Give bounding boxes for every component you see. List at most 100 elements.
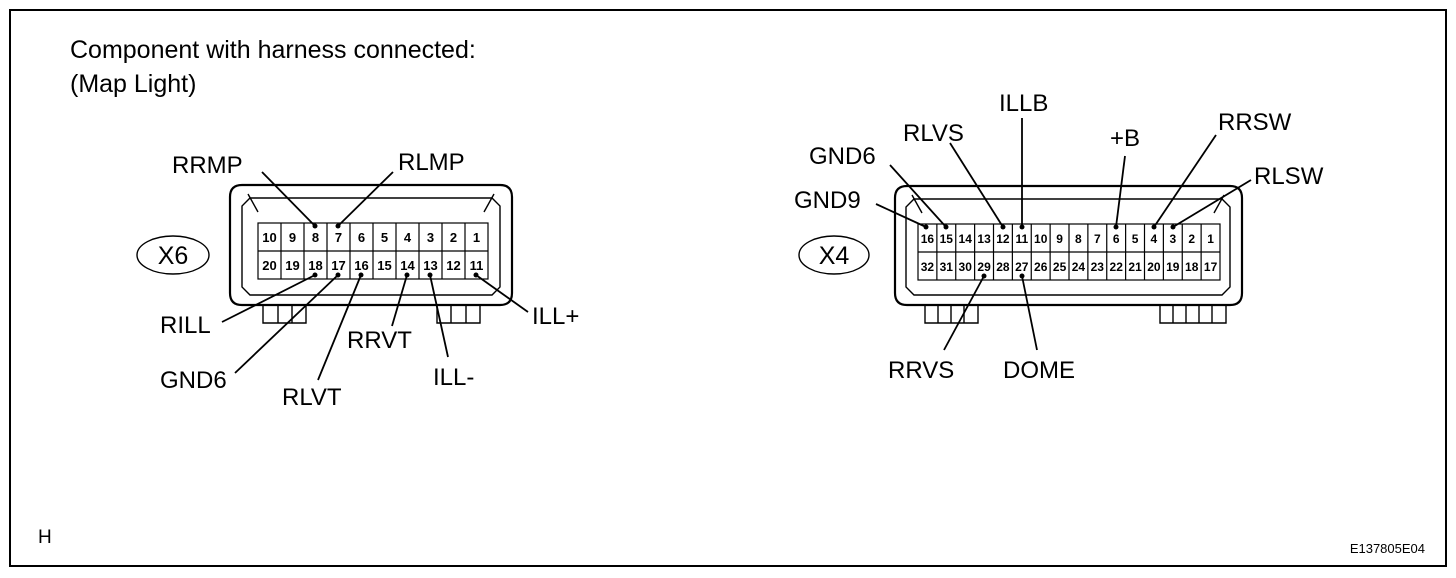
x4-pin: 26	[1034, 260, 1048, 274]
x4-pin: 25	[1053, 260, 1067, 274]
x6-pin: 15	[377, 258, 391, 273]
x4-pin: 32	[921, 260, 935, 274]
x4-label-gnd9: GND9	[794, 187, 861, 214]
x4-pin: 23	[1091, 260, 1105, 274]
header-line2: (Map Light)	[70, 70, 196, 98]
x6-pin: 19	[285, 258, 299, 273]
x6-pin: 13	[423, 258, 437, 273]
x6-pin: 10	[262, 230, 276, 245]
x6-tag-ellipse	[136, 235, 210, 275]
x6-leader-rlvt	[317, 274, 362, 381]
x4-pin: 21	[1128, 260, 1142, 274]
x4-pin: 8	[1075, 232, 1082, 246]
x4-label-rrsw: RRSW	[1218, 109, 1292, 136]
x4-pin: 19	[1166, 260, 1180, 274]
x4-leader-rrsw	[1153, 134, 1217, 228]
x4-label-rlsw: RLSW	[1254, 163, 1324, 190]
x4-label-illb: ILLB	[999, 90, 1048, 117]
x6-leader-rlmp	[337, 171, 394, 227]
x6-lock-tab-right	[436, 305, 481, 324]
x4-pin: 24	[1072, 260, 1086, 274]
x6-pin: 17	[331, 258, 345, 273]
diagram-frame	[9, 9, 1447, 567]
x6-label-ill-plus: ILL+	[532, 303, 579, 330]
x4-label-gnd6: GND6	[809, 143, 876, 170]
x6-pin: 7	[335, 230, 342, 245]
x6-pin: 18	[308, 258, 322, 273]
x4-pin: 31	[940, 260, 954, 274]
x4-leader-dome	[1021, 275, 1038, 351]
x6-label-ill-minus: ILL-	[433, 364, 474, 391]
x4-pin: 27	[1015, 260, 1029, 274]
x4-pin: 28	[996, 260, 1010, 274]
x6-label-rlmp: RLMP	[398, 149, 465, 176]
x4-leader-rlvs	[949, 142, 1004, 228]
x4-lock-tab-right	[1159, 305, 1227, 324]
x6-leader-rill	[221, 274, 316, 323]
x4-pin: 3	[1169, 232, 1176, 246]
x4-pin: 4	[1151, 232, 1158, 246]
x4-pin: 29	[977, 260, 991, 274]
x6-pin: 20	[262, 258, 276, 273]
x6-pin: 1	[473, 230, 480, 245]
x4-pin: 10	[1034, 232, 1048, 246]
x6-pin: 11	[470, 258, 484, 273]
x4-pin: 30	[959, 260, 973, 274]
header-line1: Component with harness connected:	[70, 36, 476, 64]
x4-leader-gnd6	[889, 164, 947, 228]
x6-label-rlvt: RLVT	[282, 384, 342, 411]
x4-pin: 22	[1110, 260, 1124, 274]
x6-leader-ill-plus	[475, 274, 529, 313]
x6-housing-inner	[241, 197, 501, 296]
x4-pin: 6	[1113, 232, 1120, 246]
x6-leader-gnd6	[234, 274, 339, 374]
figure-code: E137805E04	[1350, 541, 1425, 556]
x4-pin: 9	[1056, 232, 1063, 246]
corner-mark: H	[38, 527, 52, 548]
x6-pin: 16	[354, 258, 368, 273]
x4-leader-rrvs	[943, 275, 985, 351]
x6-pin: 12	[446, 258, 460, 273]
x6-pin: 6	[358, 230, 365, 245]
x6-leader-rrvt	[391, 274, 408, 327]
x4-tag-ellipse	[798, 235, 870, 275]
x4-pin: 16	[921, 232, 935, 246]
x4-pin: 18	[1185, 260, 1199, 274]
x4-pin: 14	[959, 232, 973, 246]
x4-pin: 17	[1204, 260, 1218, 274]
x6-housing	[228, 183, 514, 307]
x6-pin: 9	[289, 230, 296, 245]
x4-housing	[893, 184, 1244, 307]
x4-pin: 20	[1147, 260, 1161, 274]
x4-label-rlvs: RLVS	[903, 120, 964, 147]
x4-pin: 1	[1207, 232, 1214, 246]
x4-pin: 13	[977, 232, 991, 246]
x4-leader-rlsw	[1172, 179, 1252, 228]
x4-tag: X4	[819, 242, 850, 270]
x4-pin: 7	[1094, 232, 1101, 246]
x4-housing-inner	[905, 198, 1231, 296]
x4-pin: 5	[1132, 232, 1139, 246]
x4-label-rrvs: RRVS	[888, 357, 954, 384]
x6-pin: 2	[450, 230, 457, 245]
x4-pin: 11	[1015, 232, 1028, 246]
x6-tag: X6	[158, 242, 189, 270]
x6-leader-rrmp	[261, 171, 316, 227]
x6-pin: 14	[400, 258, 415, 273]
x4-label-dome: DOME	[1003, 357, 1075, 384]
x4-label-plus-b: +B	[1110, 125, 1140, 152]
x6-pin: 4	[404, 230, 412, 245]
x4-leader-plus-b	[1115, 155, 1126, 228]
x6-label-gnd6: GND6	[160, 367, 227, 394]
x4-pin: 2	[1188, 232, 1195, 246]
x4-connector: X4 16 15 14 13 12 11 10 9	[794, 90, 1324, 384]
x4-pin: 12	[996, 232, 1010, 246]
x6-connector: X6 10 9 8 7 6 5 4 3 2 1 20 19 18	[136, 149, 579, 411]
x6-label-rill: RILL	[160, 312, 211, 339]
x6-pin: 5	[381, 230, 388, 245]
x4-leader-gnd9	[875, 203, 927, 228]
x6-lock-tab-left	[262, 305, 307, 324]
x6-label-rrvt: RRVT	[347, 327, 412, 354]
x6-leader-ill-minus	[429, 274, 449, 358]
